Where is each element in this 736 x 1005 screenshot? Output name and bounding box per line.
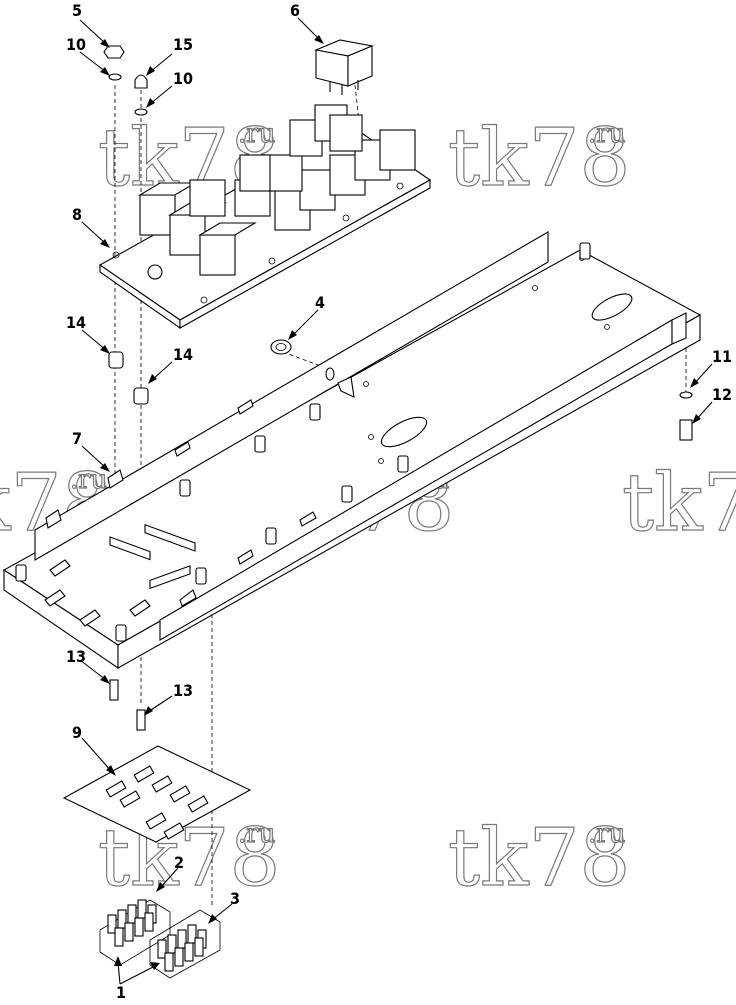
watermark-7: tk78 <box>448 811 630 904</box>
callout-11: 11 <box>712 347 732 366</box>
callout-10-right: 10 <box>173 69 193 88</box>
watermark-2-suffix: .ru <box>588 119 625 149</box>
connector-pins-3 <box>157 924 207 972</box>
connector-pins-2 <box>107 899 157 947</box>
watermark-group: tk78 .ru tk78 .ru tk78 .ru tk78 .ru tk78… <box>0 110 736 904</box>
callout-6: 6 <box>290 1 300 20</box>
leader-lines <box>79 17 713 985</box>
callout-5: 5 <box>72 1 82 20</box>
watermark-6: tk78 <box>98 811 280 904</box>
callout-1: 1 <box>116 983 126 1000</box>
watermark-3-suffix: .ru <box>70 465 107 495</box>
watermark-7-suffix: .ru <box>588 819 625 849</box>
watermark-2: tk78 <box>448 111 630 204</box>
cap-item-15 <box>134 74 148 89</box>
plate-studs <box>15 242 591 642</box>
callout-7: 7 <box>72 429 82 448</box>
spacer-item-14-right <box>133 387 149 405</box>
callout-13-right: 13 <box>173 681 193 700</box>
nut-item-5 <box>103 45 125 59</box>
callout-9: 9 <box>72 723 82 742</box>
callout-15: 15 <box>173 35 193 54</box>
callout-4: 4 <box>315 293 325 312</box>
callout-13-left: 13 <box>66 647 86 666</box>
relay-board <box>98 104 432 330</box>
cover-plate-item-9 <box>62 745 252 843</box>
bolt-item-12 <box>679 419 693 441</box>
callout-10-left: 10 <box>66 35 86 54</box>
watermark-5: tk78 <box>622 456 736 549</box>
callout-14-left: 14 <box>66 313 86 332</box>
relay-cubes <box>138 104 416 276</box>
relay-item-6 <box>314 39 374 95</box>
screw-item-13-right <box>136 709 146 731</box>
callout-14-right: 14 <box>173 345 193 364</box>
callout-numbers: 5 10 15 10 6 8 14 4 14 11 12 7 13 13 9 2… <box>66 1 732 1002</box>
callout-3: 3 <box>230 889 240 908</box>
washer-item-10-left <box>108 73 122 81</box>
washer-item-10-right <box>134 108 148 116</box>
hardware-parts <box>103 45 693 731</box>
cover-slots <box>105 765 209 840</box>
callout-8: 8 <box>72 205 82 224</box>
callout-12: 12 <box>712 385 732 404</box>
connector-blocks <box>99 899 221 979</box>
plate-slots <box>109 524 196 590</box>
watermark-1-suffix: .ru <box>238 119 275 149</box>
grommet-item-4 <box>270 339 292 355</box>
watermark-6-suffix: .ru <box>238 819 275 849</box>
washer-item-11 <box>679 391 693 399</box>
screw-item-13-left <box>109 679 119 701</box>
mounting-plate <box>2 231 702 670</box>
callout-2: 2 <box>174 853 184 872</box>
spacer-item-14-left <box>108 351 124 369</box>
